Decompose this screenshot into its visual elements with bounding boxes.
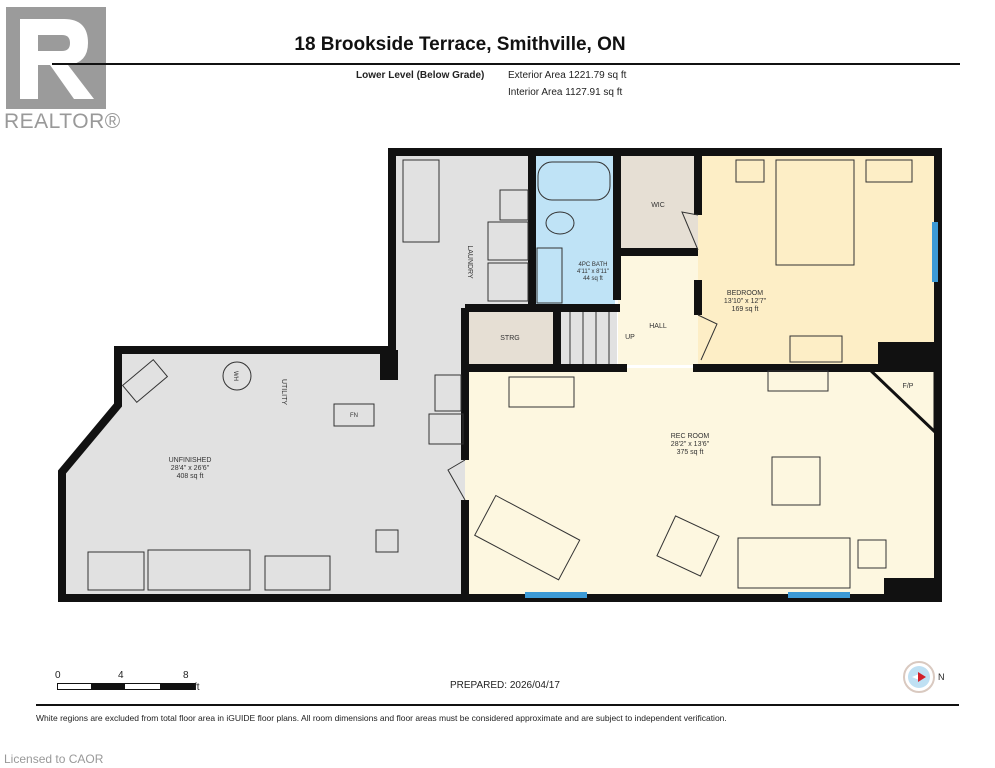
ottoman [771, 456, 821, 506]
wh-label: WH [232, 371, 238, 381]
furnace [333, 403, 375, 427]
door-swing [447, 459, 466, 501]
prepared-date: PREPARED: 2026/04/17 [450, 680, 560, 691]
bath-name: 4PC BATH [579, 262, 608, 268]
realtor-logo-text: REALTOR® [4, 110, 121, 133]
room-hall [618, 255, 698, 365]
floor-plan: UNFINISHED 28'4" x 26'6" 408 sq ft UTILI… [58, 148, 942, 602]
washer [487, 221, 529, 261]
fireplace-label: F/P [903, 383, 914, 390]
desk [508, 376, 575, 408]
sink [536, 247, 563, 304]
loveseat [474, 494, 581, 581]
bedroom-name: BEDROOM [727, 290, 763, 297]
bath-area: 44 sq ft [583, 276, 603, 282]
scale-tick-0: 0 [55, 670, 61, 681]
shelf [121, 359, 169, 403]
room-unfinished [62, 152, 535, 598]
strg-label: STRG [500, 335, 519, 342]
bathtub [537, 161, 611, 201]
interior-area: Interior Area 1127.91 sq ft [508, 87, 623, 98]
cabinet [434, 374, 462, 412]
armchair [656, 515, 720, 577]
compass-north-label: N [938, 672, 945, 682]
utility-label: UTILITY [280, 379, 287, 405]
door-swing [697, 314, 718, 361]
room-bedroom [698, 155, 935, 365]
workbench [147, 549, 251, 591]
water-heater [222, 361, 252, 391]
window [525, 592, 587, 598]
bath-dims: 4'11" x 8'11" [577, 269, 609, 275]
laundry-sink [499, 189, 529, 221]
room-rec [465, 368, 935, 598]
scale-tick-4: 4 [118, 670, 124, 681]
freezer [87, 551, 145, 591]
page-title: 18 Brookside Terrace, Smithville, ON [294, 34, 626, 55]
window [788, 592, 850, 598]
wic-label: WIC [651, 202, 665, 209]
box [375, 529, 399, 553]
cabinet [428, 413, 464, 445]
unfinished-name: UNFINISHED [169, 457, 212, 464]
room-wic [618, 155, 698, 252]
room-strg [465, 310, 557, 365]
table [264, 555, 331, 591]
tv-stand [767, 370, 829, 392]
fn-label: FN [350, 413, 358, 419]
unfinished-dims: 28'4" x 26'6" [171, 465, 210, 472]
counter [402, 159, 440, 243]
room-stairs [557, 310, 617, 365]
exterior-area: Exterior Area 1221.79 sq ft [508, 70, 627, 81]
dresser [789, 335, 843, 363]
sofa [737, 537, 851, 589]
bedroom-dims: 13'10" x 12'7" [724, 298, 767, 305]
scale-unit: ft [194, 682, 200, 693]
level-label: Lower Level (Below Grade) [356, 70, 485, 81]
divider [36, 704, 959, 706]
rec-name: REC ROOM [671, 433, 710, 440]
stair-treads [569, 312, 610, 364]
disclaimer: White regions are excluded from total fl… [36, 713, 727, 723]
window [932, 222, 938, 282]
realtor-logo [6, 7, 106, 109]
scale-bar [57, 683, 196, 690]
bedroom-area: 169 sq ft [732, 306, 759, 313]
nightstand [865, 159, 913, 183]
bed [775, 159, 855, 266]
toilet [545, 211, 575, 235]
compass-icon [903, 661, 935, 693]
dryer [487, 262, 529, 302]
rec-dims: 28'2" x 13'6" [671, 441, 710, 448]
hall-label: HALL [649, 323, 667, 330]
divider [52, 63, 960, 65]
nightstand [735, 159, 765, 183]
side-table [857, 539, 887, 569]
laundry-label: LAUNDRY [466, 245, 473, 279]
stairs-up-label: UP [625, 334, 635, 341]
door-swing [681, 211, 699, 251]
room-bath [535, 155, 615, 305]
rec-area: 375 sq ft [677, 449, 704, 456]
scale-tick-8: 8 [183, 670, 189, 681]
license-text: Licensed to CAOR [4, 752, 104, 766]
unfinished-area: 408 sq ft [177, 473, 204, 480]
